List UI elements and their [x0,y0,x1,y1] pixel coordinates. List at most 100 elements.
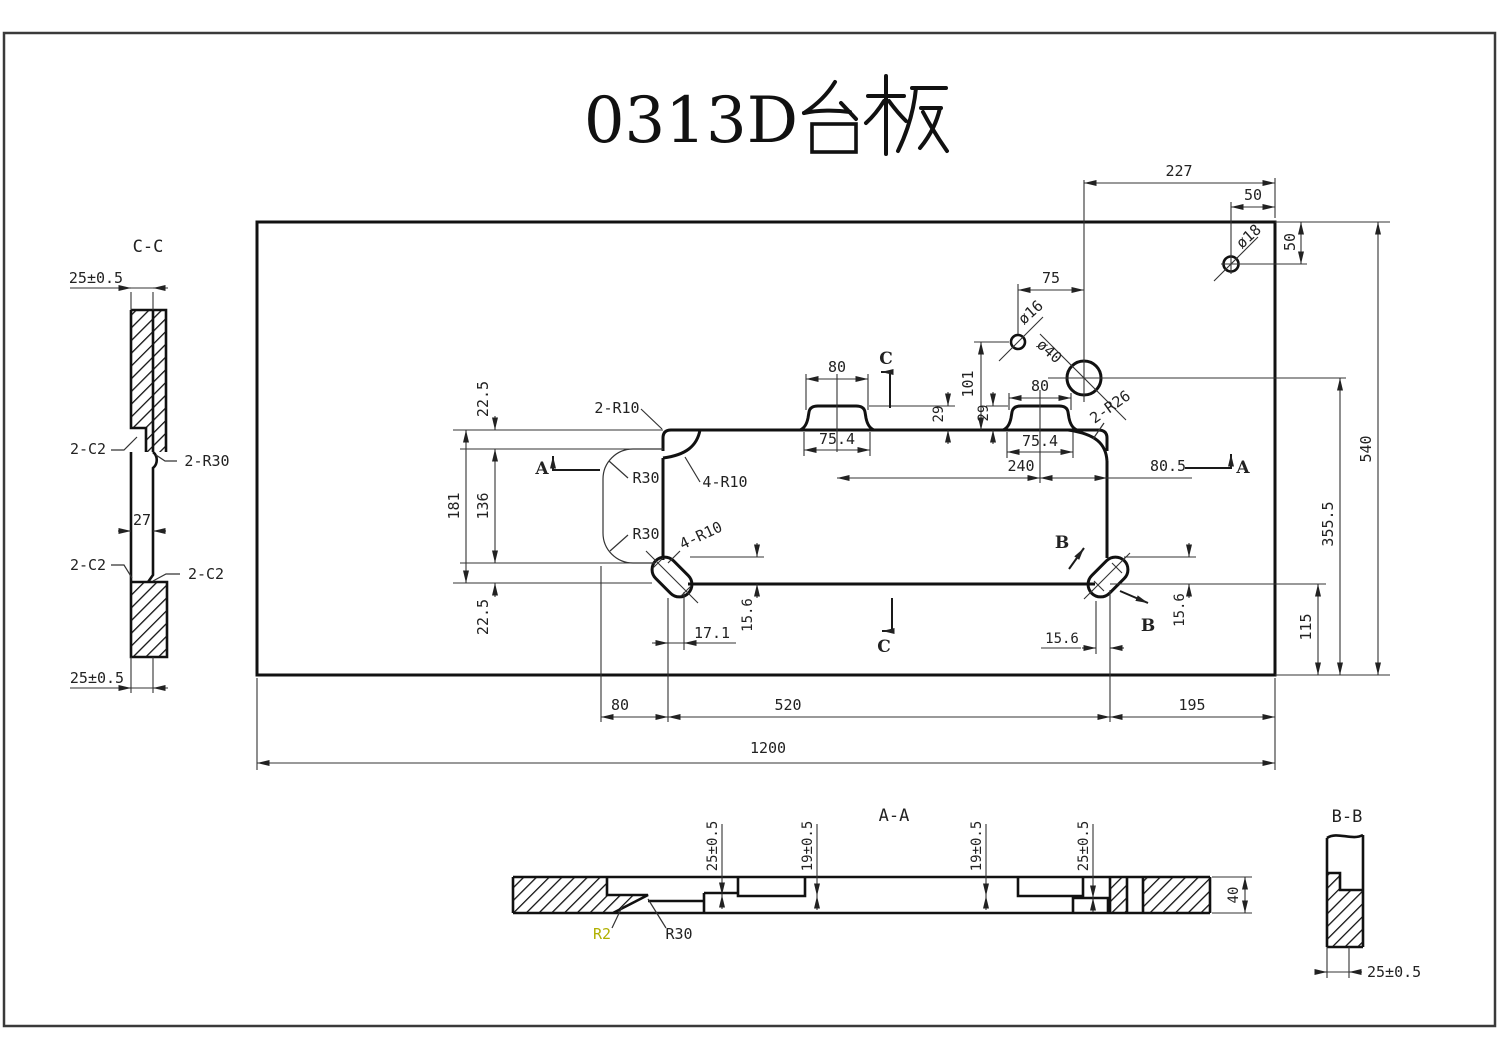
slot-bottom-right [1086,555,1130,599]
dim-75: 75 [1017,269,1084,334]
bb-hatch-right [1340,890,1363,947]
svg-text:181: 181 [445,492,463,519]
dim-520: 520 [774,696,801,714]
dim-tab-left: 80 75.4 29 [803,358,955,456]
svg-text:25±0.5: 25±0.5 [70,669,124,687]
svg-text:25±0.5: 25±0.5 [69,269,123,287]
svg-text:A: A [534,459,549,479]
cc-dim-bottom: 25±0.5 [70,657,168,693]
section-view-aa: A-A 25±0.5 19±0.5 19±0.5 25±0.5 40 R2 [511,806,1252,943]
aa-hatch-left [513,877,648,913]
cc-profile [129,308,169,659]
dim-17-1: 17.1 [652,592,736,650]
svg-text:B: B [1141,616,1155,636]
title-char-ban [864,74,949,156]
aa-dim-25-1: 25±0.5 [705,821,721,872]
svg-text:50: 50 [1281,233,1299,251]
dim-101: 101 [959,342,984,430]
svg-text:27: 27 [133,511,151,529]
dim-227: 227 [1084,162,1276,218]
dim-115: 115 [1110,583,1326,675]
dim-136: 136 [474,449,498,563]
cc-leaders: 2-C2 2-R30 2-C2 2-C2 [70,436,230,583]
section-view-cc: C-C 25±0.5 27 2-C2 2-R30 2-C2 2-C2 [69,237,230,693]
leader-r30-top [608,460,629,479]
title-latin: 0313D [584,84,798,158]
svg-text:240: 240 [1007,457,1034,475]
aa-dim-19-1: 19±0.5 [800,821,816,872]
svg-text:25±0.5: 25±0.5 [1367,963,1421,981]
leader-4-r10-slot [667,550,681,564]
title-char-tai [802,80,858,154]
drawing-title: 0313D [584,74,949,158]
svg-text:101: 101 [959,370,977,397]
dim-22-5-bot: 22.5 [474,583,498,635]
svg-text:75.4: 75.4 [819,430,855,448]
section-title-bb: B-B [1332,807,1363,827]
svg-text:15.6: 15.6 [1172,593,1188,627]
aa-dim-19-2: 19±0.5 [969,821,985,872]
cc-dim-top: 25±0.5 [69,269,168,310]
dim-80-5: 80.5 [1040,457,1192,481]
dim-50-right: 50 [1275,221,1390,264]
aa-leader-r2 [611,906,623,929]
dim-540: 540 [1275,222,1390,676]
label-d40: ø40 [1033,336,1065,368]
svg-text:80.5: 80.5 [1150,457,1186,475]
slot-centerlines [645,550,1131,604]
plate-outline [255,220,1277,677]
dim-181: 181 [445,430,469,583]
bb-dim-25: 25±0.5 [1314,947,1421,981]
aa-label-r2: R2 [593,925,611,943]
dim-22-5-top: 22.5 [474,381,498,430]
label-4-r10-top: 4-R10 [702,473,747,491]
aa-leader-r30 [647,898,667,929]
svg-text:22.5: 22.5 [474,381,492,417]
cc-label-2r30: 2-R30 [184,452,229,470]
dim-1200: 1200 [750,739,786,757]
aa-hatch-right1 [1110,877,1127,913]
cc-dim-27: 27 [118,511,166,534]
pocket-outline [661,428,1109,586]
dim-15-6-right-h: 15.6 [1041,601,1124,654]
leader-r30-bot [609,534,629,552]
dim-tab-right: 80 75.4 29 [976,377,1074,483]
cc-hatch-top2 [146,428,166,452]
section-mark-b-upper: B [1055,533,1085,570]
svg-text:227: 227 [1165,162,1192,180]
dim-240: 240 [837,457,1040,481]
dim-50-top: 50 [1230,186,1275,256]
aa-dim-25-2: 25±0.5 [1076,821,1092,872]
svg-text:A: A [1235,458,1250,478]
section-view-bb: B-B 25±0.5 [1314,807,1421,981]
label-4-r10-slot: 4-R10 [677,518,726,553]
section-title-cc: C-C [133,237,164,257]
svg-text:C: C [877,637,891,657]
dim-15-6-right-v: 15.6 [1124,543,1196,627]
r30-floor-contour [602,448,663,564]
dim-80-bottom: 80 [611,696,629,714]
cc-label-2c2-botright: 2-C2 [188,565,224,583]
svg-text:75: 75 [1042,269,1060,287]
svg-text:C: C [879,349,893,369]
svg-text:15.6: 15.6 [740,598,756,632]
svg-text:17.1: 17.1 [694,624,730,642]
dim-355-5: 355.5 [1319,378,1343,675]
section-mark-c-bottom: C [877,598,895,657]
dim-195: 195 [1178,696,1205,714]
cc-label-2c2-top: 2-C2 [70,440,106,458]
section-mark-c-top: C [879,349,894,408]
svg-text:B: B [1055,533,1069,553]
label-d16: ø16 [1015,297,1047,329]
leader-2-r26 [1092,422,1105,440]
cc-label-2c2-botleft: 2-C2 [70,556,106,574]
section-title-aa: A-A [879,806,910,826]
section-mark-a-right: A [1185,454,1250,478]
svg-text:50: 50 [1244,186,1262,204]
leader-4-r10-top [684,456,701,483]
svg-text:80: 80 [1031,377,1049,395]
label-2-r10: 2-R10 [594,399,639,417]
aa-dims: 25±0.5 19±0.5 19±0.5 25±0.5 40 [705,821,1252,914]
